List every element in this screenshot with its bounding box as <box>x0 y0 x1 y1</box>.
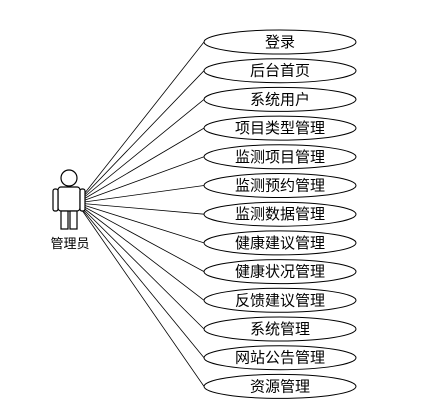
use-case-ellipse <box>203 29 357 55</box>
use-case-ellipse <box>203 201 357 227</box>
use-case[interactable]: 系统管理 <box>203 316 357 342</box>
use-case-list: 登录后台首页系统用户项目类型管理监测项目管理监测预约管理监测数据管理健康建议管理… <box>203 29 357 399</box>
use-case-ellipse <box>203 373 357 399</box>
actor-administrator[interactable]: 管理员 <box>50 169 90 252</box>
association-line <box>76 202 205 330</box>
association-line <box>76 202 205 387</box>
association-line <box>76 99 205 204</box>
use-case-ellipse <box>203 58 357 84</box>
use-case[interactable]: 登录 <box>203 29 357 55</box>
use-case-label: 网站公告管理 <box>235 349 325 367</box>
association-line <box>76 202 205 272</box>
use-case[interactable]: 健康建议管理 <box>203 230 357 256</box>
use-case-ellipse <box>203 287 357 313</box>
use-case[interactable]: 监测项目管理 <box>203 144 357 170</box>
association-line <box>76 185 205 204</box>
use-case-label: 登录 <box>265 33 295 51</box>
use-case[interactable]: 健康状况管理 <box>203 259 357 285</box>
use-case-ellipse <box>203 115 357 141</box>
actor-left-arm <box>52 188 59 212</box>
use-case[interactable]: 系统用户 <box>203 86 357 112</box>
use-case-label: 反馈建议管理 <box>235 291 325 309</box>
use-case-label: 监测项目管理 <box>235 148 325 166</box>
association-line <box>76 202 205 301</box>
use-case-ellipse <box>203 230 357 256</box>
association-line <box>76 202 205 215</box>
use-case-label: 系统用户 <box>250 90 310 108</box>
use-case-ellipse <box>203 345 357 371</box>
association-line <box>76 127 205 204</box>
use-case[interactable]: 网站公告管理 <box>203 345 357 371</box>
use-case[interactable]: 监测预约管理 <box>203 173 357 198</box>
actor-label: 管理员 <box>50 237 89 252</box>
use-case[interactable]: 后台首页 <box>203 58 357 84</box>
use-case-label: 监测预约管理 <box>235 177 325 195</box>
use-case-ellipse <box>203 259 357 285</box>
association-lines <box>76 41 205 387</box>
actor-left-leg <box>60 210 69 230</box>
association-line <box>76 202 205 244</box>
actor-right-arm <box>79 188 86 212</box>
use-case-label: 资源管理 <box>250 377 310 395</box>
use-case[interactable]: 监测数据管理 <box>203 201 357 227</box>
association-line <box>76 41 205 204</box>
use-case-ellipse <box>203 316 357 342</box>
association-line <box>76 70 205 204</box>
association-line <box>76 156 205 204</box>
use-case-label: 项目类型管理 <box>235 119 325 137</box>
use-case[interactable]: 项目类型管理 <box>203 115 357 141</box>
actor-head <box>60 169 78 187</box>
use-case-ellipse <box>203 173 357 198</box>
use-case[interactable]: 反馈建议管理 <box>203 287 357 313</box>
use-case-label: 后台首页 <box>250 62 310 80</box>
actor-right-leg <box>69 210 78 230</box>
use-case-label: 监测数据管理 <box>235 205 325 223</box>
use-case-label: 系统管理 <box>250 320 310 338</box>
use-case-ellipse <box>203 144 357 170</box>
association-line <box>76 202 205 358</box>
use-case-label: 健康状况管理 <box>235 263 325 281</box>
actor-body <box>57 186 81 212</box>
use-case-ellipse <box>203 86 357 112</box>
use-case[interactable]: 资源管理 <box>203 373 357 399</box>
use-case-label: 健康建议管理 <box>235 234 325 252</box>
